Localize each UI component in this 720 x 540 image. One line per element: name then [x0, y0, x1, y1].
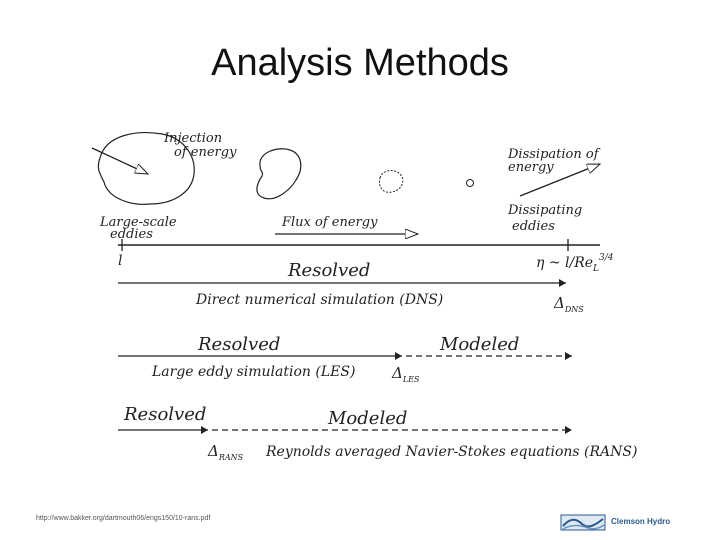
dissipating-label-1: Dissipating [507, 203, 582, 218]
scale-right-label: η ~ l/ReL3/4 [536, 253, 614, 274]
dissipating-label-2: eddies [512, 219, 555, 234]
les-modeled-label: Modeled [439, 334, 519, 355]
rans-delta: ΔRANS [207, 442, 244, 462]
injection-arrow [91, 147, 148, 175]
scale-left-label: l [118, 253, 122, 269]
dns-delta: ΔDNS [553, 294, 584, 314]
dissipation-label-1: Dissipation of [507, 147, 601, 162]
large-scale-label-2: eddies [110, 227, 153, 242]
large-scale-label-1: Large-scale [99, 215, 177, 230]
dissipation-label-2: energy [508, 160, 554, 175]
medium-eddy-shape [256, 148, 302, 200]
injection-label-2: of energy [174, 145, 237, 160]
dns-caption: Direct numerical simulation (DNS) [195, 292, 443, 308]
rans-modeled-label: Modeled [327, 408, 407, 429]
rans-resolved-label: Resolved [123, 404, 206, 425]
les-delta: ΔLES [391, 364, 420, 384]
les-caption: Large eddy simulation (LES) [151, 364, 355, 380]
source-url: http://www.bakker.org/dartmouth06/engs15… [36, 515, 211, 522]
wave-logo-icon [560, 514, 606, 531]
clemson-hydro-logo: Clemson Hydro [560, 513, 700, 533]
logo-text: Clemson Hydro [611, 517, 671, 526]
slide-title: Analysis Methods [211, 42, 509, 84]
les-resolved-label: Resolved [197, 334, 280, 355]
dns-resolved-label: Resolved [287, 260, 370, 281]
small-eddy-shape [379, 170, 404, 193]
turbulence-scales-diagram: Injection of energy Dissipation of energ… [80, 128, 640, 480]
dissipation-arrow [519, 163, 600, 197]
injection-label-1: Injection [163, 131, 222, 146]
flux-label: Flux of energy [281, 215, 378, 230]
rans-caption: Reynolds averaged Navier-Stokes equation… [265, 444, 637, 460]
large-eddy-shape [97, 132, 195, 205]
tiny-eddy-shape [466, 179, 474, 187]
